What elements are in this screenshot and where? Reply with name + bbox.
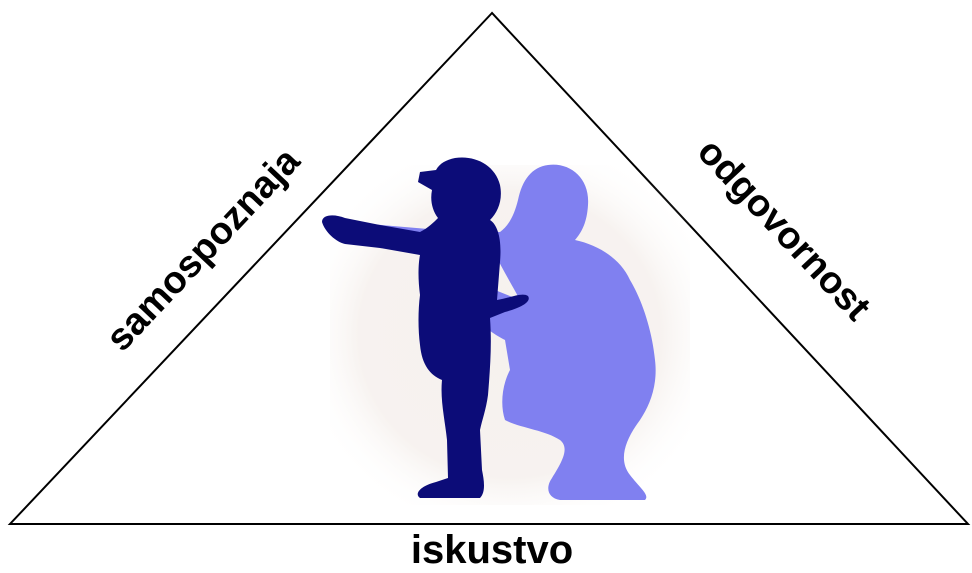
illustration [322,157,690,505]
base-label: iskustvo [411,528,573,572]
crouching-adult-silhouette-icon [340,164,656,501]
pointing-child-silhouette-icon [322,157,529,498]
